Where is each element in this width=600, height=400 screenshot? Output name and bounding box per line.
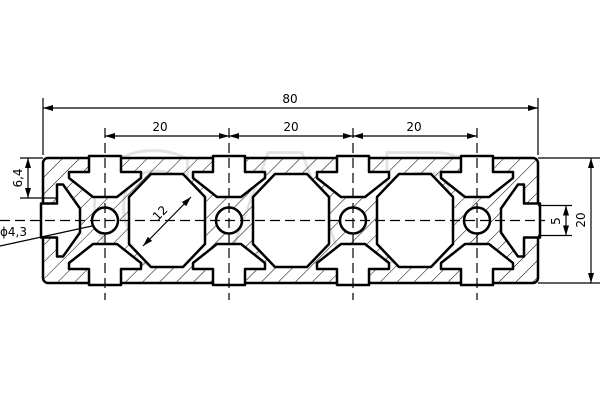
dimension-lines	[0, 98, 600, 284]
dim-lip-height: 6,4	[11, 168, 25, 187]
dim-line-cavity	[142, 196, 192, 247]
center-lines	[0, 128, 545, 300]
right-t-slot	[499, 183, 542, 258]
dim-slot-width: 5	[549, 217, 563, 225]
dim-hole-diameter: ϕ4,3	[0, 225, 27, 239]
leader-line-hole	[0, 225, 93, 247]
dim-pitch-2: 20	[283, 120, 298, 134]
dim-height: 20	[574, 212, 588, 227]
dim-pitch-1: 20	[152, 120, 167, 134]
dim-pitch-3: 20	[406, 120, 421, 134]
dim-overall-width: 80	[282, 92, 297, 106]
